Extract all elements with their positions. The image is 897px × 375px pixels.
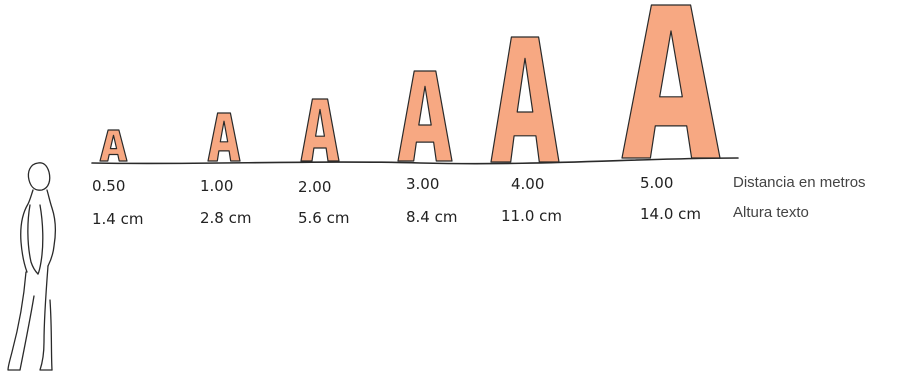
legend-distance: Distancia en metros <box>733 174 866 191</box>
letter-a-5 <box>491 37 559 162</box>
legend-height: Altura texto <box>733 204 809 221</box>
letter-samples <box>100 5 720 162</box>
distance-label-5: 4.00 <box>511 175 544 193</box>
distance-label-6: 5.00 <box>640 174 673 192</box>
height-label-6: 14.0 cm <box>640 205 701 223</box>
letter-a-2 <box>208 113 240 161</box>
distance-label-3: 2.00 <box>298 178 331 196</box>
height-label-4: 8.4 cm <box>406 208 457 226</box>
ground-line <box>92 158 738 164</box>
letter-a-3 <box>301 99 339 161</box>
letter-a-1 <box>100 130 127 161</box>
height-label-1: 1.4 cm <box>92 210 143 228</box>
letter-a-4 <box>398 71 452 161</box>
distance-label-1: 0.50 <box>92 177 125 195</box>
letter-a-6 <box>622 5 720 158</box>
height-label-5: 11.0 cm <box>501 207 562 225</box>
distance-label-2: 1.00 <box>200 177 233 195</box>
distance-label-4: 3.00 <box>406 175 439 193</box>
height-label-3: 5.6 cm <box>298 209 349 227</box>
distance-row: 0.50 1.00 2.00 3.00 4.00 5.00 <box>92 174 673 196</box>
height-label-2: 2.8 cm <box>200 209 251 227</box>
person-figure-icon <box>8 163 55 370</box>
height-row: 1.4 cm 2.8 cm 5.6 cm 8.4 cm 11.0 cm 14.0… <box>92 205 701 228</box>
